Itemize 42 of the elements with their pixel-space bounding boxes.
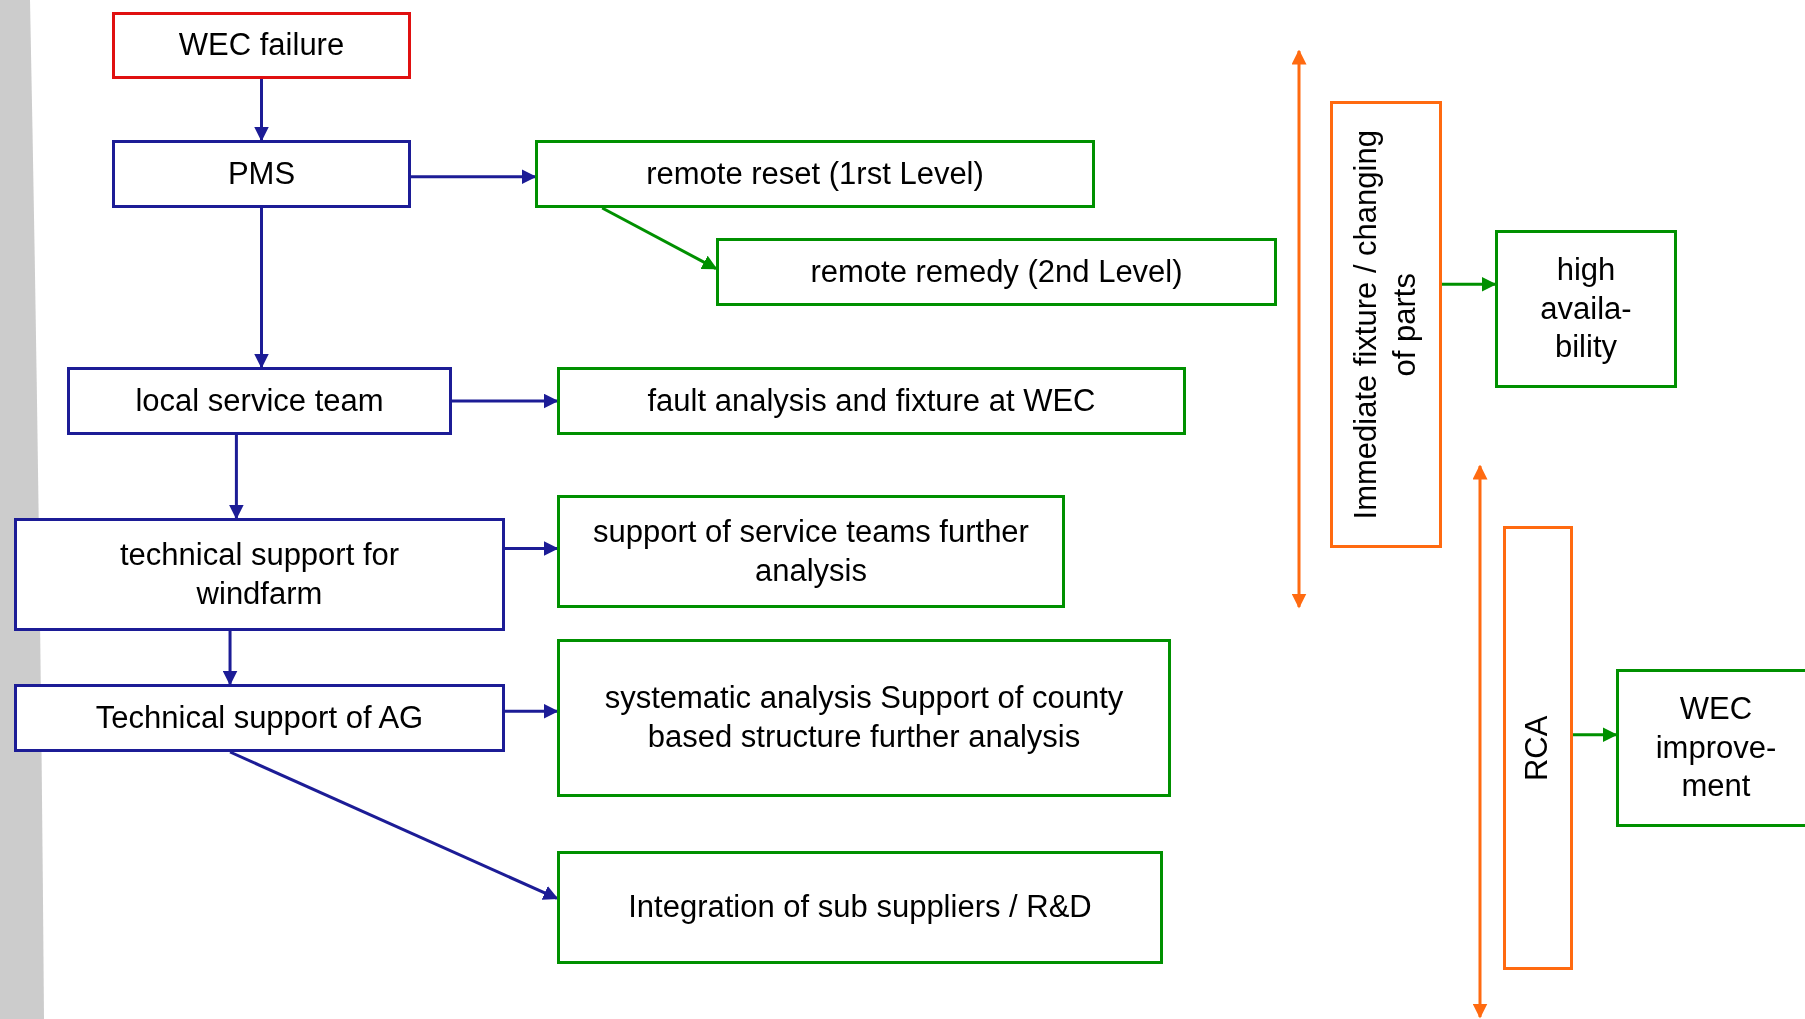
arrow <box>601 206 718 270</box>
arrow <box>505 541 559 556</box>
step-label: remote reset (1rst Level) <box>646 154 984 193</box>
arrow <box>222 631 238 686</box>
arrow <box>228 435 244 520</box>
step-box <box>14 684 505 752</box>
step-label: WEC failure <box>178 26 345 65</box>
step-box <box>557 495 1065 608</box>
rotated-step-box <box>1330 101 1442 548</box>
arrow <box>1442 276 1497 292</box>
step-box <box>1495 230 1677 388</box>
rotated-step-box <box>1503 526 1573 970</box>
step-box <box>112 140 411 208</box>
step-box <box>14 518 505 631</box>
step-label: Integration of sub suppliers / R&D <box>627 888 1093 927</box>
arrow <box>254 79 269 142</box>
step-label: systematic analysis Support of county based structure further analysis <box>603 679 1125 756</box>
step-label: Immediate fixture / changing of parts <box>1347 128 1423 522</box>
arrow <box>1573 727 1618 743</box>
step-label: RCA <box>1518 715 1556 781</box>
step-label: support of service teams further analysis <box>592 512 1030 590</box>
arrow <box>229 750 559 900</box>
arrow <box>505 703 559 719</box>
step-label: local service team <box>135 381 384 420</box>
step-label: fault analysis and fixture at WEC <box>647 381 1096 420</box>
step-label: Technical support of AG <box>95 698 424 737</box>
step-box <box>67 367 452 435</box>
arrow <box>411 169 537 185</box>
step-label: remote remedy (2nd Level) <box>810 252 1183 291</box>
step-label: PMS <box>227 154 296 193</box>
step-label: technical support for windfarm <box>118 535 401 613</box>
step-box <box>557 851 1163 964</box>
arrow <box>452 393 559 409</box>
step-box <box>535 140 1095 208</box>
step-label: high availa- bility <box>1539 250 1633 367</box>
step-box <box>557 639 1171 797</box>
step-box <box>557 367 1186 435</box>
step-label: WEC improve- ment <box>1654 689 1778 806</box>
step-box <box>112 12 411 79</box>
step-box <box>1616 669 1805 827</box>
step-box <box>716 238 1277 306</box>
arrow <box>254 208 269 369</box>
